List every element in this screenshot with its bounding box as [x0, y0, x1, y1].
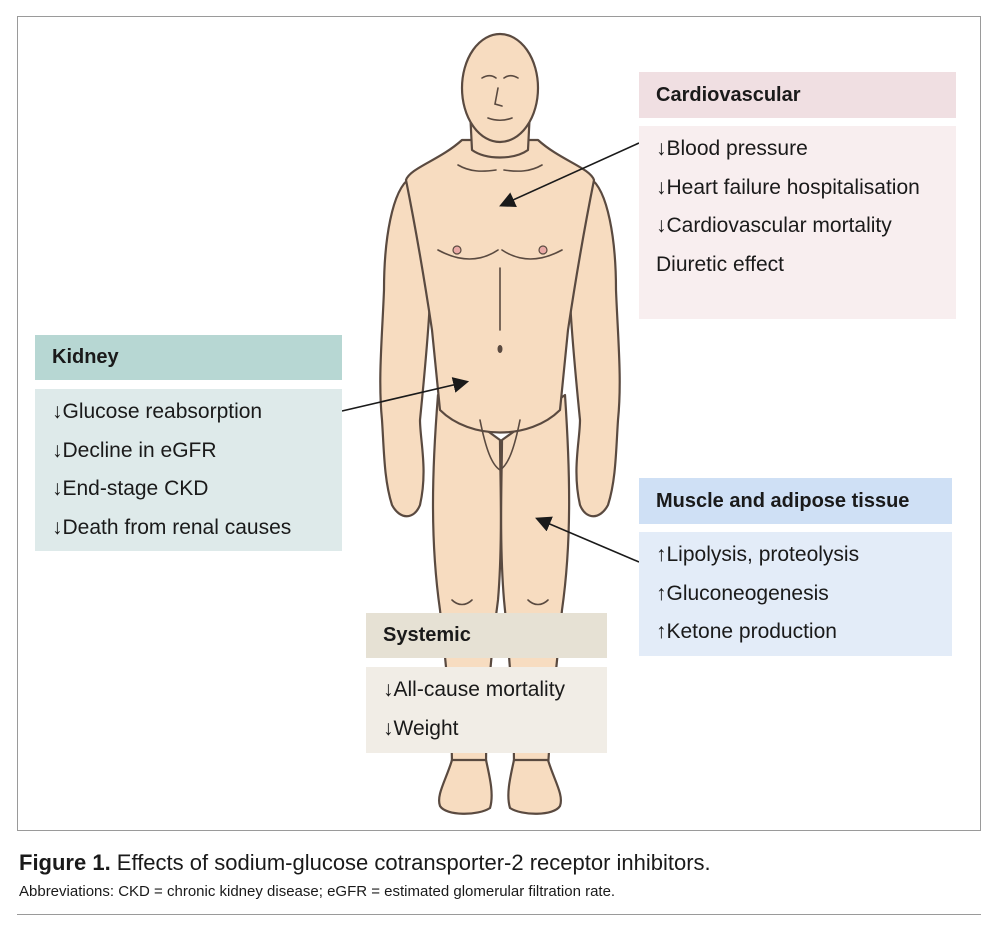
muscle-item: ↑Gluconeogenesis — [656, 581, 829, 605]
muscle-header: Muscle and adipose tissue — [639, 478, 952, 524]
kidney-item: ↓End-stage CKD — [52, 477, 209, 500]
abbreviations-note: Abbreviations: CKD = chronic kidney dise… — [19, 883, 616, 900]
cardiovascular-item: ↓Blood pressure — [656, 137, 808, 160]
kidney-panel: ↓Glucose reabsorption ↓Decline in eGFR ↓… — [35, 389, 342, 551]
kidney-item: ↓Glucose reabsorption — [52, 400, 263, 423]
muscle-title: Muscle and adipose tissue — [656, 489, 910, 512]
figure-caption: Figure 1. Effects of sodium-glucose cotr… — [19, 850, 711, 876]
systemic-item: ↓Weight — [383, 716, 459, 740]
figure-label: Figure 1. — [19, 850, 111, 875]
muscle-item: ↑Lipolysis, proteolysis — [656, 543, 860, 566]
head — [460, 32, 540, 144]
cardiovascular-item: ↓Heart failure hospitalisation — [656, 175, 920, 199]
cardiovascular-item: ↓Cardiovascular mortality — [656, 214, 892, 237]
cardiovascular-panel: ↓Blood pressure ↓Heart failure hospitali… — [639, 126, 956, 319]
muscle-panel: ↑Lipolysis, proteolysis ↑Gluconeogenesis… — [639, 532, 952, 656]
cardiovascular-header: Cardiovascular — [639, 72, 956, 118]
systemic-header: Systemic — [366, 613, 607, 658]
arrow-kidney — [341, 377, 470, 412]
bottom-divider — [17, 914, 981, 915]
kidney-item: ↓Decline in eGFR — [52, 438, 217, 462]
left-foot — [438, 758, 493, 815]
kidney-header: Kidney — [35, 335, 342, 380]
cardiovascular-title: Cardiovascular — [656, 83, 801, 106]
right-foot — [507, 758, 562, 815]
figure-caption-text: Effects of sodium-glucose cotransporter-… — [110, 850, 711, 875]
systemic-panel: ↓All-cause mortality ↓Weight — [366, 667, 607, 753]
kidney-item: ↓Death from renal causes — [52, 515, 292, 539]
cardiovascular-item: Diuretic effect — [656, 252, 784, 276]
systemic-title: Systemic — [383, 624, 471, 646]
muscle-item: ↑Ketone production — [656, 620, 837, 643]
systemic-item: ↓All-cause mortality — [383, 678, 566, 701]
arrow-cardiovascular — [499, 142, 640, 208]
kidney-title: Kidney — [52, 346, 119, 368]
arrow-muscle — [535, 516, 640, 563]
